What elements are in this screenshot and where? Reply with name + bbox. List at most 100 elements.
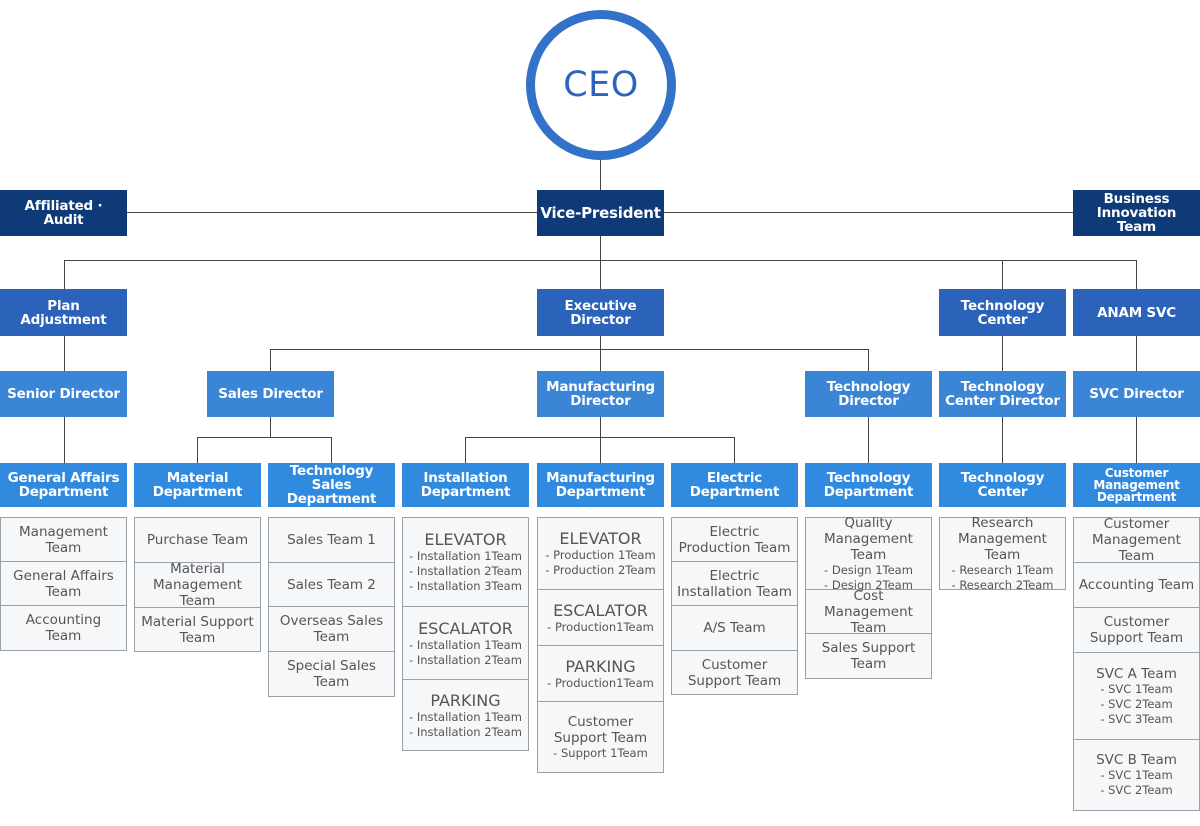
team-title: PARKING	[430, 690, 501, 710]
installation-team-list: ELEVATOR - Installation 1Team - Installa…	[402, 517, 529, 751]
technology-center-team-list: Research Management Team - Research 1Tea…	[939, 514, 1066, 592]
manufacturing-team-list: ELEVATOR - Production 1Team - Production…	[537, 517, 664, 773]
affiliated-audit-node: Affiliated · Audit	[0, 190, 127, 236]
team-title: Electric Installation Team	[677, 567, 792, 600]
technology-team-list: Quality Management Team - Design 1Team -…	[805, 515, 932, 679]
technology-center-department-node: Technology Center	[939, 463, 1066, 507]
team-box: Accounting Team	[1073, 562, 1200, 608]
electric-department-node: Electric Department	[671, 463, 798, 507]
team-subteams: - Installation 1Team - Installation 2Tea…	[409, 549, 522, 593]
team-title: Accounting Team	[25, 612, 102, 644]
team-title: SVC A Team	[1096, 665, 1177, 682]
general-affairs-department-node: General Affairs Department	[0, 463, 127, 507]
team-box: ESCALATOR - Production1Team	[537, 589, 664, 646]
team-subteams: - Production1Team	[547, 619, 654, 634]
technology-sales-team-list: Sales Team 1 Sales Team 2 Overseas Sales…	[268, 517, 395, 697]
team-subteams: - Support 1Team	[553, 745, 648, 760]
team-title: Management Team	[19, 523, 108, 556]
material-department-node: Material Department	[134, 463, 261, 507]
team-title: Customer Support Team	[1089, 614, 1184, 646]
team-box: PARKING - Installation 1Team - Installat…	[402, 679, 529, 751]
technology-department-node: Technology Department	[805, 463, 932, 507]
team-box: Material Support Team	[134, 607, 261, 652]
team-title: Customer Support Team	[687, 656, 782, 689]
technology-center-director-node: Technology Center Director	[939, 371, 1066, 417]
team-subteams: - SVC 1Team - SVC 2Team - SVC 3Team	[1100, 681, 1173, 726]
business-innovation-team-node: Business Innovation Team	[1073, 190, 1200, 236]
team-box: General Affairs Team	[0, 561, 127, 606]
team-box: ELEVATOR - Production 1Team - Production…	[537, 517, 664, 590]
technology-center-node: Technology Center	[939, 289, 1066, 336]
manufacturing-department-node: Manufacturing Department	[537, 463, 664, 507]
team-title: ELEVATOR	[559, 529, 642, 548]
executive-director-node: Executive Director	[537, 289, 664, 336]
team-title: Customer Support Team	[553, 713, 648, 746]
team-title: SVC B Team	[1096, 752, 1177, 768]
team-box: Overseas Sales Team	[268, 606, 395, 652]
team-box: Cost Management Team	[805, 587, 932, 636]
team-box: Electric Installation Team	[671, 561, 798, 606]
installation-department-node: Installation Department	[402, 463, 529, 507]
team-box: Management Team	[0, 517, 127, 562]
team-title: Sales Support Team	[821, 640, 916, 672]
electric-team-list: Electric Production Team Electric Instal…	[671, 517, 798, 695]
team-title: Accounting Team	[1078, 577, 1195, 593]
anam-svc-node: ANAM SVC	[1073, 289, 1200, 336]
team-title: General Affairs Team	[13, 567, 114, 600]
team-title: Cost Management Team	[824, 587, 913, 636]
team-title: Material Support Team	[141, 613, 254, 646]
team-title: PARKING	[565, 656, 636, 676]
team-title: A/S Team	[703, 620, 766, 636]
plan-adjustment-node: Plan Adjustment	[0, 289, 127, 336]
manufacturing-director-node: Manufacturing Director	[537, 371, 664, 417]
team-title: ELEVATOR	[424, 530, 507, 549]
vice-president-node: Vice-President	[537, 190, 664, 236]
team-title: Material Management Team	[153, 561, 242, 609]
team-subteams: - Production1Team	[547, 675, 654, 690]
team-title: Research Management Team	[958, 514, 1047, 563]
team-title: Special Sales Team	[287, 658, 376, 690]
team-box: SVC A Team - SVC 1Team - SVC 2Team - SVC…	[1073, 652, 1200, 740]
team-title: Overseas Sales Team	[279, 613, 384, 645]
team-box: Purchase Team	[134, 517, 261, 563]
team-title: Sales Team 1	[287, 532, 376, 548]
team-subteams: - Installation 1Team - Installation 2Tea…	[409, 709, 522, 739]
team-box: Customer Support Team	[1073, 607, 1200, 653]
svc-director-node: SVC Director	[1073, 371, 1200, 417]
team-box: Customer Support Team	[671, 650, 798, 695]
general-affairs-team-list: Management Team General Affairs Team Acc…	[0, 517, 127, 651]
team-title: Electric Production Team	[678, 523, 791, 556]
team-subteams: - Production 1Team - Production 2Team	[545, 548, 656, 577]
team-box: PARKING - Production1Team	[537, 645, 664, 702]
technology-sales-department-node: Technology Sales Department	[268, 463, 395, 507]
team-title: Customer Management Team	[1092, 516, 1181, 564]
team-title: Sales Team 2	[287, 576, 376, 593]
team-box: Accounting Team	[0, 605, 127, 651]
team-title: ESCALATOR	[553, 600, 648, 620]
customer-management-team-list: Customer Management Team Accounting Team…	[1073, 516, 1200, 811]
team-box: Sales Support Team	[805, 633, 932, 679]
team-subteams: - Design 1Team - Design 2Team	[824, 562, 913, 592]
team-box: Customer Management Team	[1073, 516, 1200, 564]
team-box: Quality Management Team - Design 1Team -…	[805, 515, 932, 592]
team-box: ELEVATOR - Installation 1Team - Installa…	[402, 517, 529, 607]
team-box: A/S Team	[671, 605, 798, 651]
technology-director-node: Technology Director	[805, 371, 932, 417]
team-title: Purchase Team	[146, 532, 249, 548]
team-box: Customer Support Team - Support 1Team	[537, 701, 664, 773]
material-team-list: Purchase Team Material Management Team M…	[134, 517, 261, 652]
team-subteams: - Installation 1Team - Installation 2Tea…	[409, 637, 522, 667]
team-subteams: - SVC 1Team - SVC 2Team	[1100, 768, 1173, 797]
ceo-node: CEO	[526, 10, 676, 160]
team-box: Research Management Team - Research 1Tea…	[939, 514, 1066, 592]
team-box: SVC B Team - SVC 1Team - SVC 2Team	[1073, 739, 1200, 811]
team-title: ESCALATOR	[418, 618, 513, 638]
team-box: Material Management Team	[134, 561, 261, 609]
team-subteams: - Research 1Team - Research 2Team	[951, 562, 1054, 592]
sales-director-node: Sales Director	[207, 371, 334, 417]
team-box: ESCALATOR - Installation 1Team - Install…	[402, 606, 529, 680]
team-box: Sales Team 1	[268, 517, 395, 563]
customer-management-department-node: Customer Management Department	[1073, 463, 1200, 507]
team-box: Special Sales Team	[268, 651, 395, 697]
